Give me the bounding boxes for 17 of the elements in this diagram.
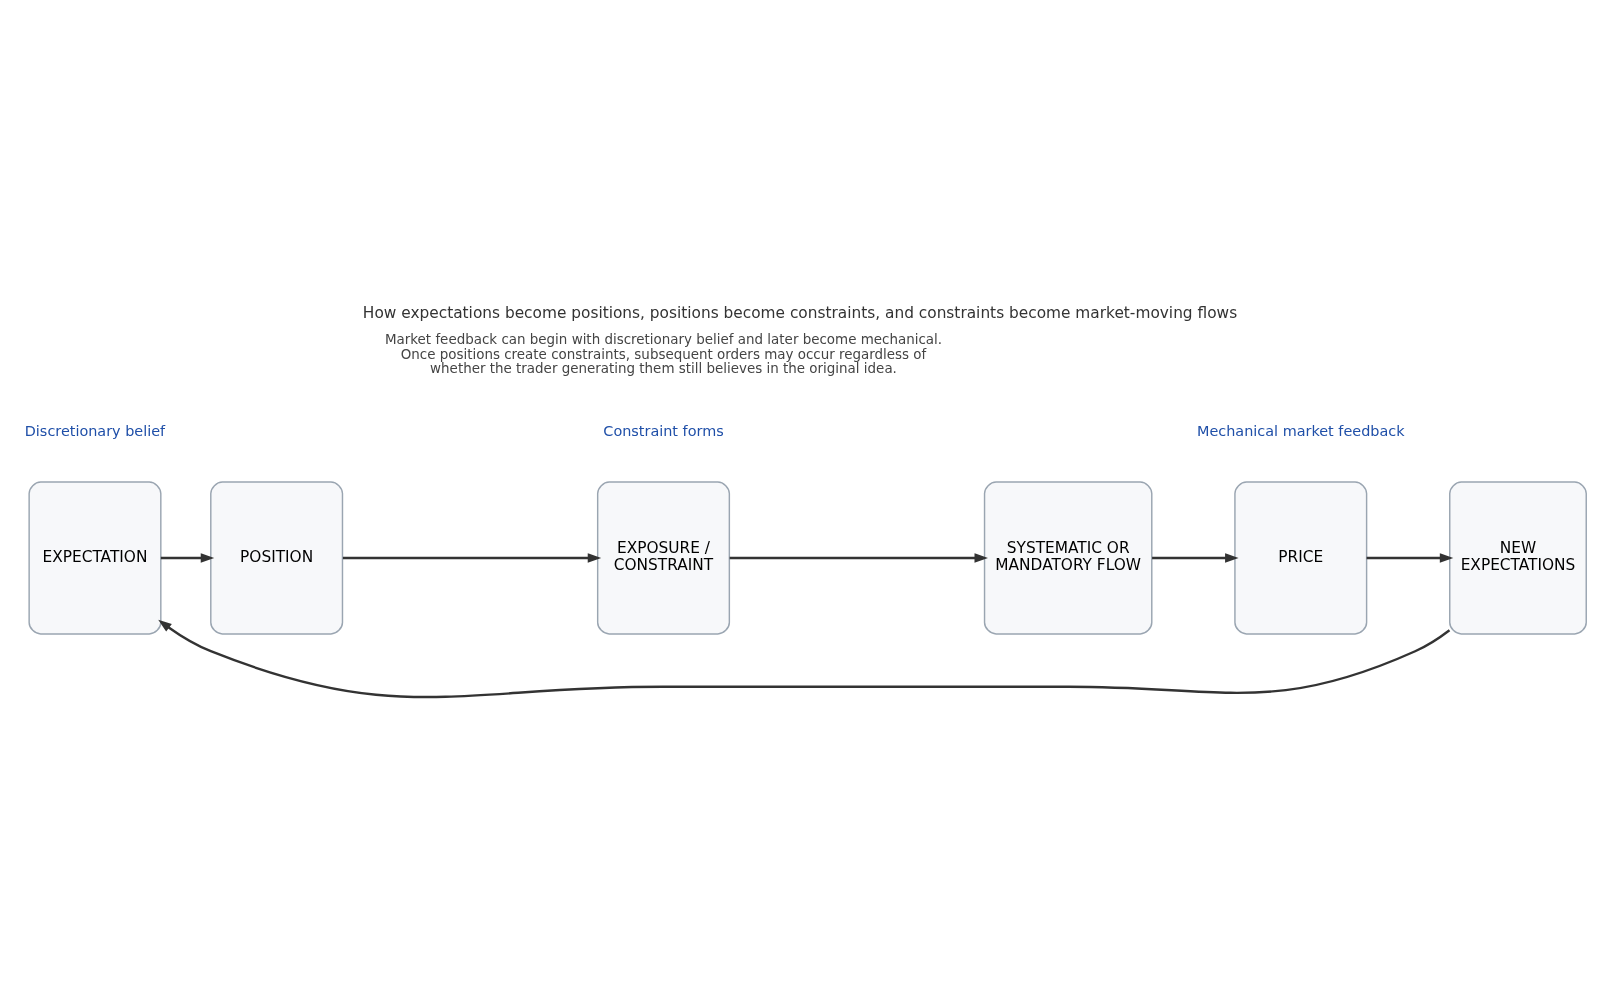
node-box: EXPOSURE / CONSTRAINT: [596, 481, 731, 635]
arrow: [729, 553, 988, 563]
node-box: POSITION: [210, 481, 344, 635]
node-box: SYSTEMATIC OR MANDATORY FLOW: [983, 481, 1153, 635]
node-box: PRICE: [1234, 481, 1368, 635]
label: Discretionary belief: [24, 423, 166, 440]
caption: Market feedback can begin with discretionary belief and later become mechanical. Once positions create constraints, subsequent orders may occur regardless of whether the trader generating them still believes in the original idea.: [384, 332, 943, 377]
arrow: [1366, 553, 1454, 563]
node-box: NEW EXPECTATIONS: [1449, 481, 1587, 635]
arrow: [1152, 553, 1239, 563]
arrow: [342, 553, 602, 563]
arrow: [158, 619, 1451, 699]
label: Constraint forms: [603, 423, 724, 440]
node-box: EXPECTATION: [28, 481, 162, 635]
arrow: [160, 553, 215, 563]
diagram-title: How expectations become positions, positions become constraints, and constraints become market-moving flows: [362, 303, 1238, 322]
label: Mechanical market feedback: [1197, 423, 1405, 440]
